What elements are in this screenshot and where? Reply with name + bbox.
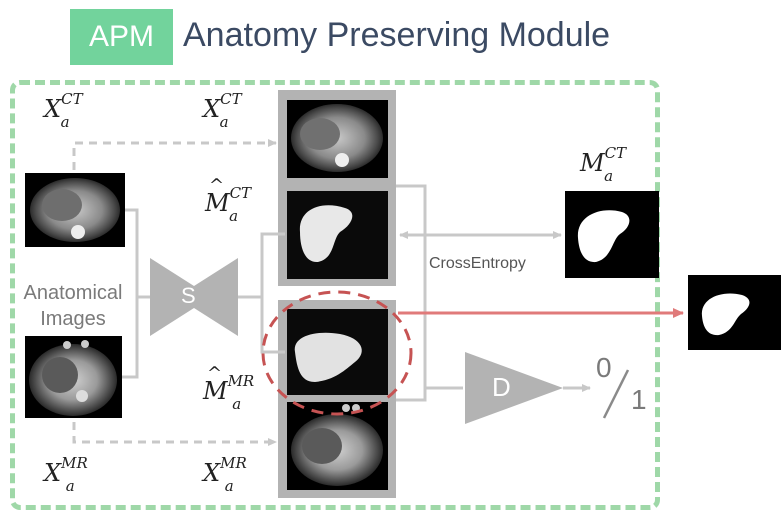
m-hat-ct-label: MCTa bbox=[205, 177, 260, 223]
anatomical-images-label: Anatomical Images bbox=[23, 282, 123, 330]
x-mr-bottom-label: XMRa bbox=[203, 454, 247, 495]
mr-image-stack-bottom bbox=[287, 402, 388, 490]
cross-entropy-label: CrossEntropy bbox=[429, 255, 526, 272]
segmenter-to-mr-mask bbox=[260, 297, 285, 354]
ct-ground-truth-mask bbox=[565, 191, 659, 278]
ct-dashed-arrow bbox=[72, 139, 277, 170]
output-mask bbox=[688, 275, 781, 350]
mr-dashed-arrow bbox=[72, 422, 277, 446]
discriminator-label: D bbox=[492, 372, 511, 402]
mr-to-segmenter bbox=[122, 297, 139, 379]
module-title: Anatomy Preserving Module bbox=[183, 16, 611, 54]
x-mr-left-label: XMRa bbox=[44, 454, 88, 495]
mr-stack-to-discriminator bbox=[396, 388, 427, 402]
m-ct-label: MCTa bbox=[580, 144, 627, 185]
mr-input-image bbox=[25, 336, 122, 418]
output-zero-label: 0 bbox=[596, 352, 612, 383]
highlight-circle bbox=[261, 290, 413, 416]
x-ct-top-label: XCTa bbox=[203, 90, 242, 131]
module-frame bbox=[10, 80, 660, 510]
x-ct-left-label: XCTa bbox=[44, 90, 83, 131]
segmenter-to-ct-mask bbox=[238, 232, 285, 299]
ct-image-stack-top bbox=[287, 100, 388, 178]
output-one-label: 1 bbox=[631, 384, 647, 415]
ct-predicted-mask bbox=[287, 191, 388, 279]
mr-predicted-mask bbox=[287, 309, 388, 395]
segmenter-label: S bbox=[181, 283, 196, 308]
segmenter-block bbox=[150, 258, 238, 336]
discriminator-block bbox=[465, 352, 563, 424]
apm-badge: APM bbox=[70, 9, 173, 65]
ct-stack-to-discriminator bbox=[396, 184, 463, 390]
output-slash bbox=[602, 369, 630, 419]
ct-input-image bbox=[25, 173, 125, 247]
ct-to-segmenter bbox=[125, 208, 152, 299]
m-hat-mr-label: MMRa bbox=[203, 365, 263, 411]
